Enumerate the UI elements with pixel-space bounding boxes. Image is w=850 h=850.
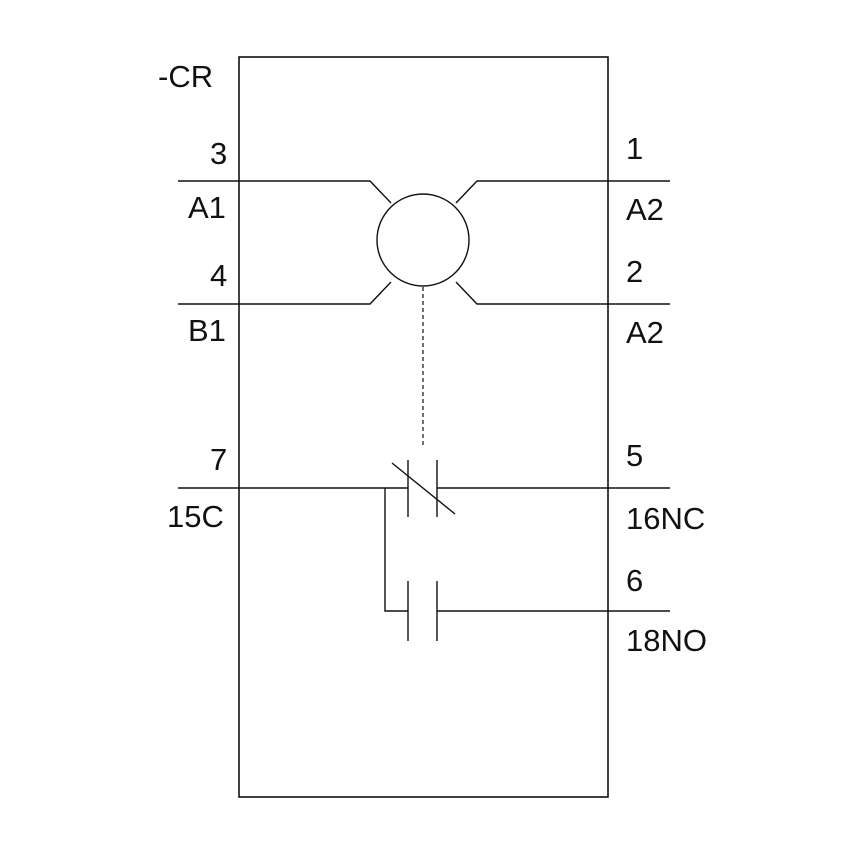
terminal-15c-label: 15C xyxy=(167,499,224,534)
pin-4-label: 4 xyxy=(210,258,227,293)
coil-symbol xyxy=(376,193,470,287)
terminal-18no-label: 18NO xyxy=(626,623,707,658)
terminal-a2-top-label: A2 xyxy=(626,192,664,227)
pin-7-label: 7 xyxy=(210,442,227,477)
coil-wire-a2-top xyxy=(455,180,670,204)
pin-1-label: 1 xyxy=(626,131,643,166)
terminal-a1-label: A1 xyxy=(188,190,226,225)
pin-6-label: 6 xyxy=(626,563,643,598)
pin-5-label: 5 xyxy=(626,438,643,473)
terminal-16nc-label: 16NC xyxy=(626,501,705,536)
pin-3-label: 3 xyxy=(210,136,227,171)
nc-contact-slash xyxy=(391,462,456,515)
component-designation: -CR xyxy=(158,59,213,94)
coil-wire-a1 xyxy=(178,180,392,204)
pin-2-label: 2 xyxy=(626,254,643,289)
no-branch-wire xyxy=(384,488,408,612)
terminal-a2-bottom-label: A2 xyxy=(626,315,664,350)
coil-wire-b1 xyxy=(178,281,392,305)
coil-wire-a2-bottom xyxy=(455,281,670,305)
terminal-b1-label: B1 xyxy=(188,313,226,348)
device-outline xyxy=(238,56,609,798)
